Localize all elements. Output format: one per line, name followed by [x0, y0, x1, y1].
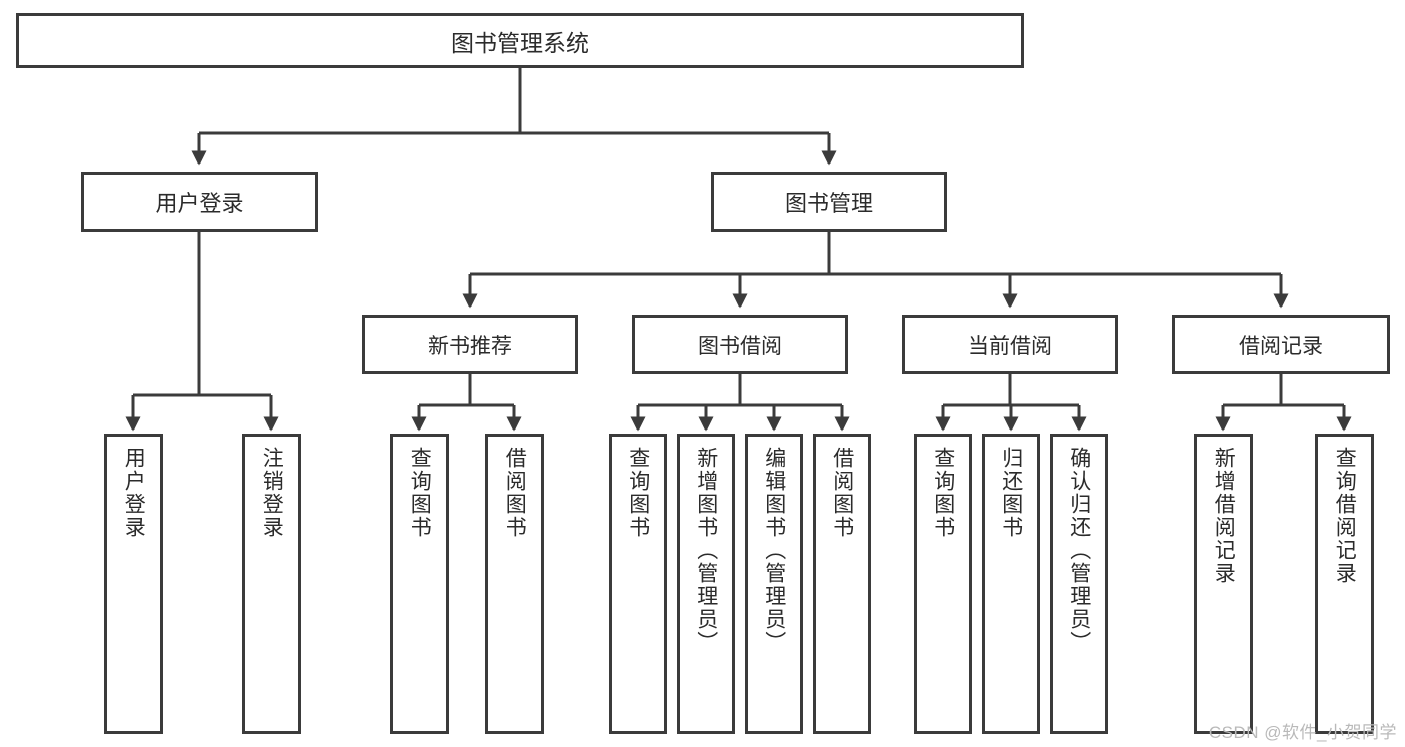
node-book-management[interactable]: 图书管理 [711, 172, 947, 232]
leaf-confirm-return-admin[interactable]: 确认归还（管理员） [1050, 434, 1108, 734]
leaf-label: 查询借阅记录 [1333, 447, 1357, 585]
leaf-label: 编辑图书（管理员） [762, 447, 786, 654]
leaf-logout-login[interactable]: 注销登录 [242, 434, 301, 734]
leaf-label: 归还图书 [999, 447, 1023, 539]
node-current-borrow[interactable]: 当前借阅 [902, 315, 1118, 374]
leaf-query-book-current[interactable]: 查询图书 [914, 434, 972, 734]
node-root-book-management-system[interactable]: 图书管理系统 [16, 13, 1024, 68]
leaf-label: 查询图书 [626, 447, 650, 539]
leaf-borrow-book[interactable]: 借阅图书 [813, 434, 871, 734]
node-label: 当前借阅 [968, 334, 1052, 358]
node-label: 图书借阅 [698, 334, 782, 358]
leaf-label: 借阅图书 [830, 447, 854, 539]
leaf-label: 注销登录 [260, 447, 284, 539]
leaf-add-borrow-record[interactable]: 新增借阅记录 [1194, 434, 1253, 734]
node-new-book-recommend[interactable]: 新书推荐 [362, 315, 578, 374]
leaf-label: 查询图书 [931, 447, 955, 539]
leaf-label: 借阅图书 [503, 447, 527, 539]
node-book-borrow[interactable]: 图书借阅 [632, 315, 848, 374]
leaf-label: 新增图书（管理员） [694, 447, 718, 654]
node-borrow-record[interactable]: 借阅记录 [1172, 315, 1390, 374]
node-label: 图书管理 [784, 191, 873, 216]
leaf-user-login[interactable]: 用户登录 [104, 434, 163, 734]
leaf-return-book[interactable]: 归还图书 [982, 434, 1040, 734]
node-label: 新书推荐 [428, 334, 512, 358]
leaf-label: 确认归还（管理员） [1067, 447, 1091, 654]
node-label: 用户登录 [155, 191, 244, 216]
node-user-login[interactable]: 用户登录 [81, 172, 318, 232]
leaf-add-book-admin[interactable]: 新增图书（管理员） [677, 434, 735, 734]
leaf-edit-book-admin[interactable]: 编辑图书（管理员） [745, 434, 803, 734]
leaf-query-book-borrow[interactable]: 查询图书 [609, 434, 667, 734]
leaf-label: 新增借阅记录 [1212, 447, 1236, 585]
node-label: 借阅记录 [1239, 334, 1323, 358]
leaf-label: 用户登录 [122, 447, 146, 539]
leaf-label: 查询图书 [408, 447, 432, 539]
node-label: 图书管理系统 [451, 29, 589, 56]
leaf-query-book-recommend[interactable]: 查询图书 [390, 434, 449, 734]
leaf-query-borrow-record[interactable]: 查询借阅记录 [1315, 434, 1374, 734]
leaf-borrow-book-recommend[interactable]: 借阅图书 [485, 434, 544, 734]
watermark: CSDN @软件_小贺同学 [1208, 723, 1397, 742]
